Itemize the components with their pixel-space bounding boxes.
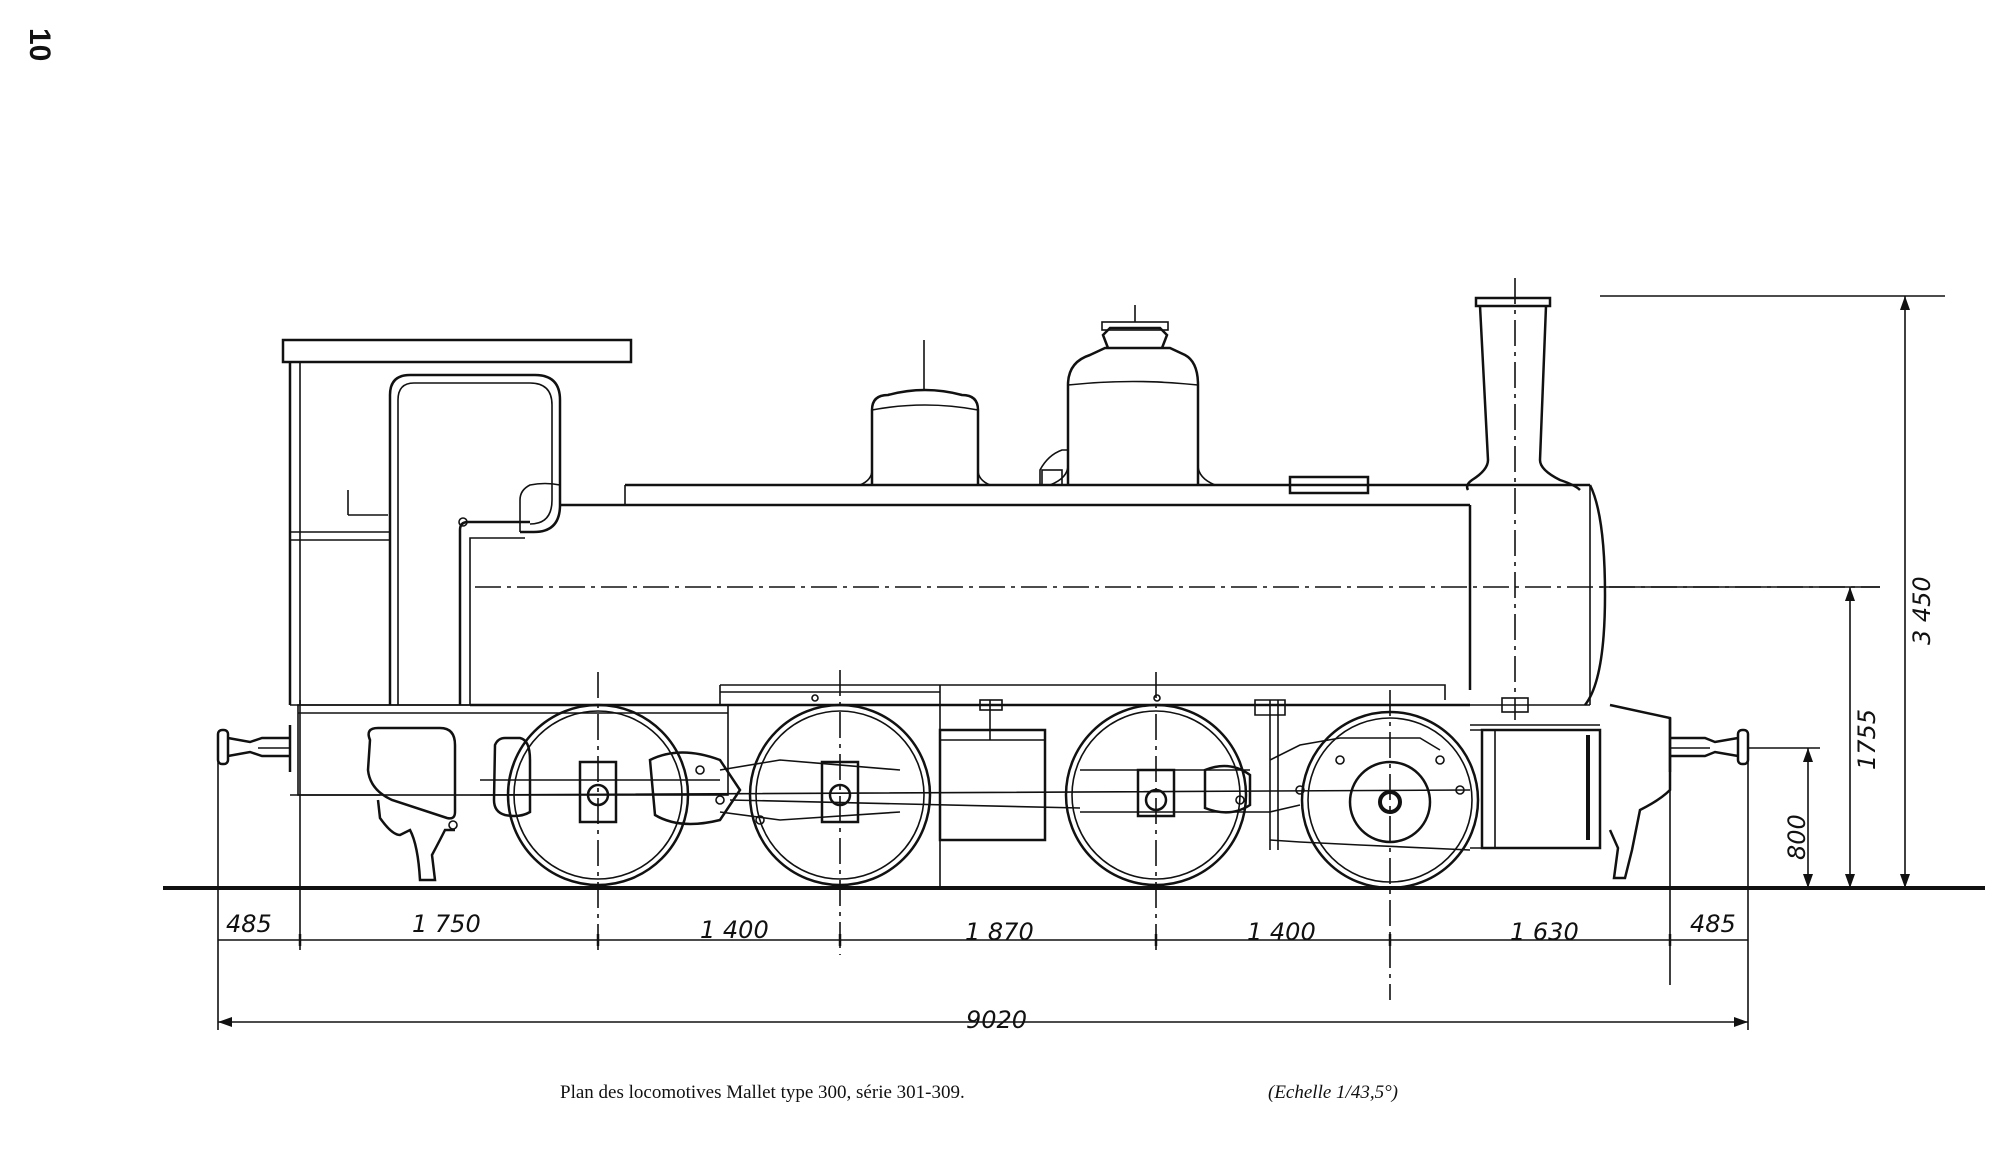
valve-gear (479, 699, 1471, 851)
driving-wheel-3 (1064, 672, 1248, 955)
dim-485-rear: 485 (1690, 910, 1736, 938)
dim-1630: 1 630 (1510, 918, 1579, 946)
dim-height-800: 800 (1783, 814, 1811, 860)
rear-buffer (1608, 703, 1750, 880)
steam-dome (1039, 305, 1216, 486)
dim-height-1755: 1755 (1853, 709, 1881, 770)
dim-485-front: 485 (226, 910, 272, 938)
sand-dome (859, 340, 991, 486)
figure-caption: Plan des locomotives Mallet type 300, sé… (560, 1082, 965, 1103)
driving-wheel-4 (1300, 690, 1480, 1000)
dim-1400-a: 1 400 (700, 916, 769, 944)
front-buffer (216, 725, 292, 772)
dimension-lines (217, 295, 1945, 1030)
boiler-and-tank (290, 483, 1607, 890)
dim-1400-b: 1 400 (1247, 918, 1316, 946)
driving-wheel-1 (506, 672, 690, 955)
dim-height-3450: 3 450 (1908, 576, 1936, 645)
dim-total-9020: 9020 (966, 1006, 1027, 1034)
driving-wheel-2 (748, 670, 932, 955)
chimney (1465, 278, 1581, 720)
dim-1870: 1 870 (965, 918, 1034, 946)
front-cylinder (1470, 697, 1602, 850)
scale-note: (Echelle 1/43,5°) (1268, 1082, 1398, 1103)
cab (281, 338, 633, 705)
dim-1750: 1 750 (412, 910, 481, 938)
